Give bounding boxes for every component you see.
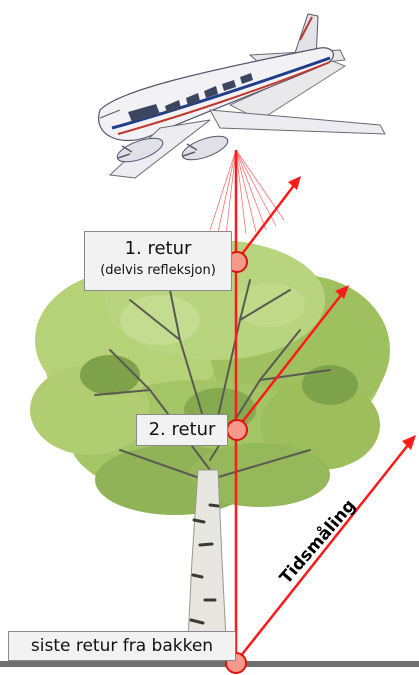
first-return-note: (delvis refleksjon) <box>85 262 231 280</box>
last-return-label: siste retur fra bakken <box>8 631 236 661</box>
second-return-point <box>227 420 247 440</box>
second-return-label: 2. retur <box>136 414 228 446</box>
first-return-text: 1. retur <box>85 238 231 260</box>
survey-airplane-icon <box>99 14 385 178</box>
first-return-label: 1. retur (delvis refleksjon) <box>84 231 232 291</box>
laser-fan <box>210 150 284 234</box>
ground-line <box>0 661 419 667</box>
